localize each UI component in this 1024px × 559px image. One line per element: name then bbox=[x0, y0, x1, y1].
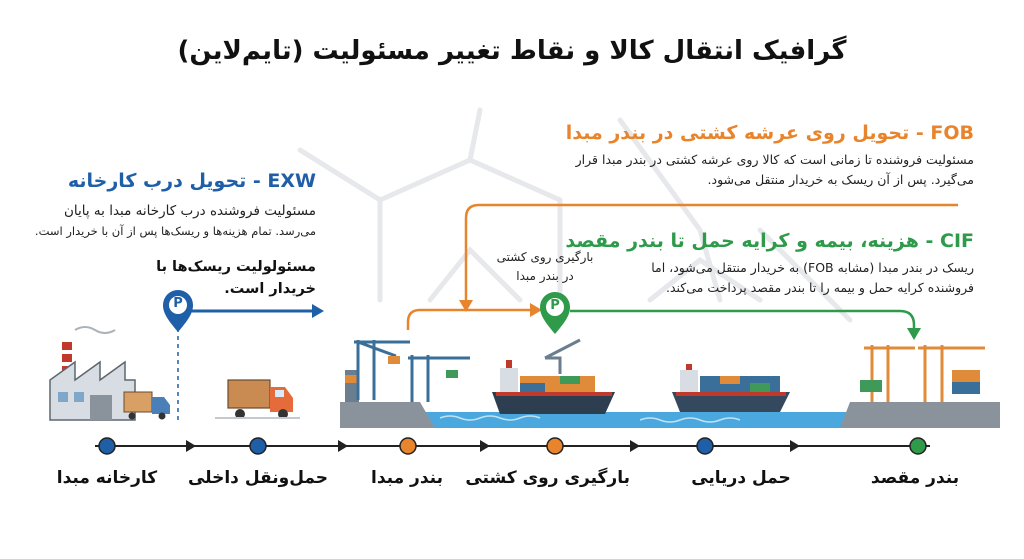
loading-label-line1: بارگیری روی کشتی bbox=[496, 250, 594, 264]
timeline-dot bbox=[696, 437, 714, 455]
background-map-lines bbox=[297, 107, 853, 323]
timeline-dot bbox=[98, 437, 116, 455]
loading-label: بارگیری روی کشتی در بندر مبدا bbox=[470, 248, 620, 286]
cif-description-line2: فروشنده کرایه حمل و بیمه را تا بندر مقصد… bbox=[666, 280, 974, 295]
stage-label-sea-transport: حمل دریایی bbox=[691, 468, 791, 488]
water-waves bbox=[439, 415, 741, 423]
timeline-dot bbox=[546, 437, 564, 455]
timeline-dot bbox=[399, 437, 417, 455]
exw-note-line2: خریدار است. bbox=[224, 281, 316, 297]
stage-label-inland-transport: حمل‌ونقل داخلی bbox=[187, 468, 329, 488]
exw-description: مسئولیت فروشنده درب کارخانه مبدا به پایا… bbox=[0, 201, 316, 241]
destination-port-illustration bbox=[840, 345, 1000, 428]
stage-label-origin-port: بندر مبدا bbox=[371, 468, 443, 488]
timeline-dot bbox=[249, 437, 267, 455]
timeline-arrows bbox=[186, 440, 800, 452]
timeline-dot bbox=[909, 437, 927, 455]
fob-description: مسئولیت فروشنده تا زمانی است که کالا روی… bbox=[534, 150, 974, 190]
sea-ship-illustration bbox=[672, 364, 790, 412]
loading-ship-illustration bbox=[492, 338, 615, 414]
page-title: گرافیک انتقال کالا و نقاط تغییر مسئولیت … bbox=[177, 36, 847, 66]
cif-location-pin-icon bbox=[540, 292, 570, 334]
exw-pin-letter: P bbox=[173, 296, 183, 311]
cif-heading: CIF - هزینه، بیمه و کرایه حمل تا بندر مق… bbox=[565, 230, 974, 252]
loading-label-line2: در بندر مبدا bbox=[516, 269, 574, 283]
factory-illustration bbox=[49, 326, 136, 421]
timeline-dots bbox=[98, 437, 927, 455]
cif-arrow bbox=[570, 309, 921, 340]
truck-factory bbox=[123, 391, 170, 420]
fob-description-line2: می‌گیرد. پس از آن ریسک به خریدار منتقل م… bbox=[707, 172, 974, 187]
fob-description-line1: مسئولیت فروشنده تا زمانی است که کالا روی… bbox=[575, 152, 974, 167]
exw-description-line2: می‌رسد. تمام هزینه‌ها و ریسک‌ها پس از آن… bbox=[34, 224, 316, 238]
exw-description-line1: مسئولیت فروشنده درب کارخانه مبدا به پایا… bbox=[63, 203, 316, 219]
cif-description: ریسک در بندر مبدا (مشابه FOB) به خریدار … bbox=[574, 258, 974, 298]
exw-note: مسئولولیت ریسک‌ها با خریدار است. bbox=[116, 256, 316, 300]
stage-label-destination-port: بندر مقصد bbox=[870, 468, 960, 488]
stage-label-origin-factory: کارخانه مبدا bbox=[56, 468, 158, 488]
truck-inland bbox=[215, 379, 300, 419]
origin-port-illustration bbox=[340, 340, 470, 428]
exw-note-line1: مسئولولیت ریسک‌ها با bbox=[156, 259, 316, 275]
cif-pin-letter: P bbox=[550, 298, 560, 313]
exw-heading: EXW - تحویل درب کارخانه bbox=[67, 170, 316, 192]
fob-heading: FOB - تحویل روی عرشه کشتی در بندر مبدا bbox=[565, 122, 974, 144]
fob-arrow bbox=[406, 203, 958, 330]
exw-location-pin-icon bbox=[163, 290, 193, 332]
cif-description-line1: ریسک در بندر مبدا (مشابه FOB) به خریدار … bbox=[651, 260, 974, 275]
stage-label-ship-loading: بارگیری روی کشتی bbox=[465, 468, 630, 488]
exw-arrow bbox=[190, 304, 324, 318]
